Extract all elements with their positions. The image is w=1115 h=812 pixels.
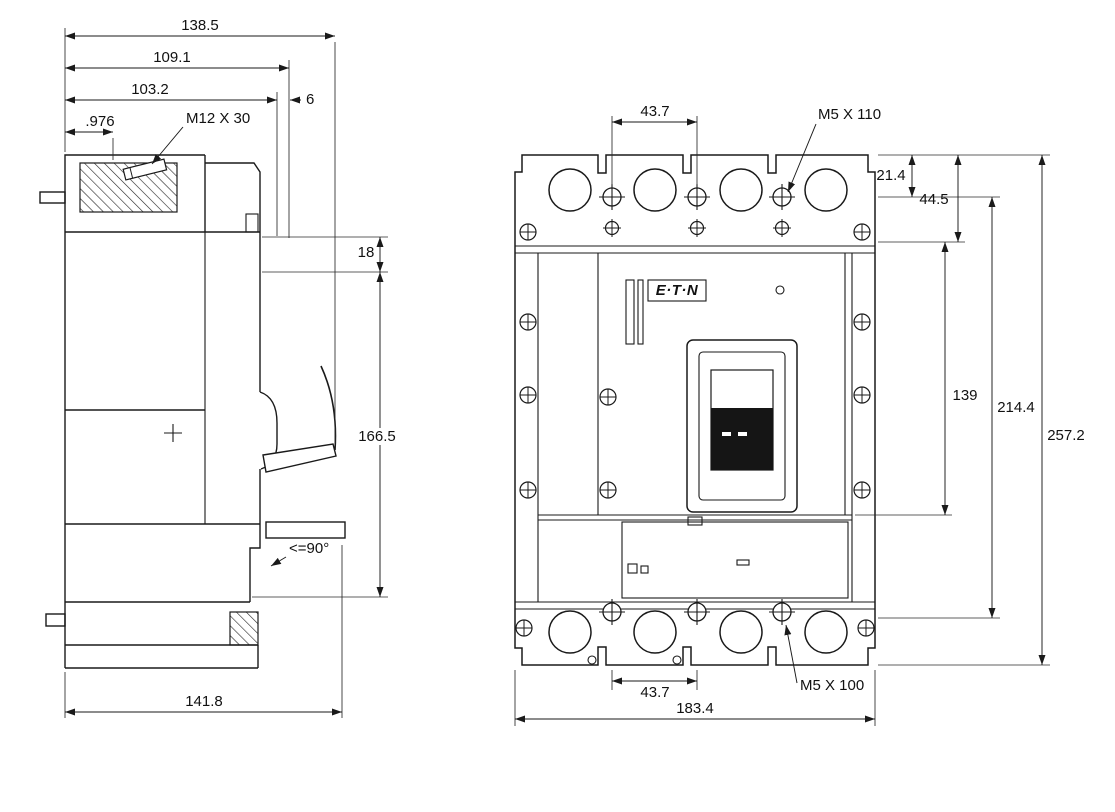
phillips-screw	[768, 598, 796, 626]
terminal-hole	[633, 610, 677, 654]
callout-m12x30: M12 X 30	[186, 110, 250, 127]
dim-front-21-4: 21.4	[876, 167, 905, 184]
dim-side-166-5: 166.5	[358, 428, 396, 445]
dim-side-base-depth: 141.8	[185, 693, 223, 710]
dim-front-bottom-pitch: 43.7	[640, 684, 669, 701]
cover-screw	[515, 619, 533, 637]
phillips-screw	[683, 183, 711, 211]
terminal-hole	[719, 168, 763, 212]
small-screw	[687, 218, 707, 238]
dim-side-handle-projection: 6	[306, 91, 314, 108]
pilot-hole	[587, 655, 597, 665]
breaker-escutcheon	[686, 339, 798, 513]
cover-screw	[519, 481, 537, 499]
dim-front-44-5: 44.5	[919, 191, 948, 208]
pilot-hole	[775, 285, 785, 295]
cover-screw	[519, 313, 537, 331]
terminal-hole	[804, 610, 848, 654]
side-body-details	[164, 213, 259, 524]
terminal-hole	[548, 168, 592, 212]
breaker-handle-lever	[262, 443, 337, 473]
side-body-outline	[39, 154, 346, 669]
dim-front-overall-width: 183.4	[676, 700, 714, 717]
phillips-screw	[598, 598, 626, 626]
front-body-outline	[514, 154, 876, 666]
cover-screw	[857, 619, 875, 637]
m5x100-leader-line	[784, 624, 798, 684]
callout-shield-angle: <=90°	[289, 540, 329, 557]
cover-screw	[853, 313, 871, 331]
cover-screw	[853, 223, 871, 241]
pilot-hole	[672, 655, 682, 665]
cover-screw	[599, 481, 617, 499]
cover-screw	[599, 388, 617, 406]
dim-side-103-2: 103.2	[131, 81, 169, 98]
phillips-screw	[768, 183, 796, 211]
small-screw	[772, 218, 792, 238]
phillips-screw	[683, 598, 711, 626]
dim-front-overall-height: 257.2	[1047, 427, 1085, 444]
m12-leader-line	[151, 126, 184, 165]
front-extension-lines	[514, 116, 1050, 726]
dim-side-lug-depth: .976	[85, 113, 114, 130]
front-dimension-lines	[515, 118, 1046, 723]
dim-side-overall-depth: 138.5	[181, 17, 219, 34]
callout-m5x100: M5 X 100	[800, 677, 864, 694]
handle-travel-arc	[320, 365, 337, 451]
side-dimension-lines	[65, 32, 384, 716]
cover-screw	[519, 386, 537, 404]
breaker-handle-front	[711, 408, 773, 470]
cover-screw	[519, 223, 537, 241]
cover-screw	[853, 386, 871, 404]
dim-front-139: 139	[952, 387, 977, 404]
eaton-logo-text: E·T·N	[656, 282, 699, 299]
phillips-screw	[598, 183, 626, 211]
dim-side-18: 18	[358, 244, 375, 261]
terminal-hole	[719, 610, 763, 654]
side-extension-lines	[64, 28, 388, 718]
dim-front-top-pitch: 43.7	[640, 103, 669, 120]
dim-side-109-1: 109.1	[153, 49, 191, 66]
m5x110-leader-line	[787, 123, 817, 193]
terminal-hole	[548, 610, 592, 654]
callout-m5x110: M5 X 110	[818, 106, 881, 123]
bottom-lug-hatch	[229, 611, 259, 646]
dim-front-214-4: 214.4	[997, 399, 1035, 416]
terminal-hole	[633, 168, 677, 212]
front-view: E·T·N	[514, 103, 1085, 726]
dim-text-mask	[351, 428, 404, 445]
small-screw	[602, 218, 622, 238]
cover-screw	[853, 481, 871, 499]
terminal-bolt	[122, 158, 168, 181]
terminal-hole	[804, 168, 848, 212]
side-view: 138.5 109.1 103.2 .976 M12 X 30 6 18 166…	[39, 17, 404, 718]
angle-leader-line	[270, 556, 287, 567]
eaton-logo: E·T·N	[647, 279, 707, 302]
